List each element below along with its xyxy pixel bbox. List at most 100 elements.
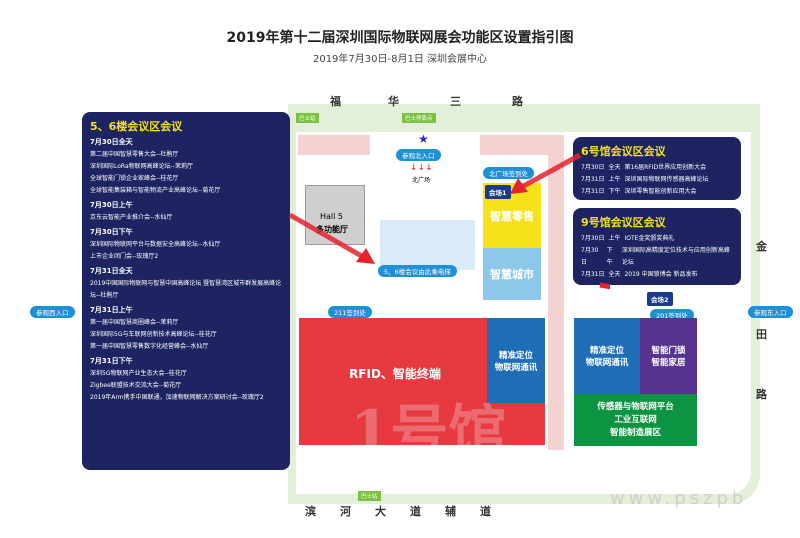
bus-terminal-label: 巴士停靠点: [402, 113, 436, 123]
event: 深圳国际物联网传感器高峰论坛: [624, 176, 709, 183]
schedule-row: 7月31日上午深圳国际物联网传感器高峰论坛: [581, 174, 733, 186]
watermark: www.pszpb: [610, 488, 748, 509]
road-char: 路: [756, 388, 767, 401]
road-char: 三: [450, 95, 461, 108]
hall5-label: 多功能厅: [316, 225, 348, 234]
schedule-item: 全球智能门锁企业家峰会--桂花厅: [90, 175, 179, 182]
zone-rfid: RFID、智能终端: [349, 367, 441, 381]
road-char: 华: [388, 95, 399, 108]
north-plaza-label: 北广场: [412, 177, 431, 184]
star-icon: ★: [418, 132, 429, 146]
date: 7月31日: [581, 271, 605, 278]
arrow-to-elevator: [288, 212, 367, 261]
zone-smart-lock: 智能门锁 智能家居: [640, 318, 697, 394]
event: 深圳零售智能创新应用大会: [624, 188, 697, 195]
event: 第16届RFID世界应用创新大会: [624, 164, 707, 171]
road-char: 路: [512, 95, 523, 108]
schedule-date: 7月30日下午: [90, 228, 133, 236]
event: IOTE金奖颁奖典礼: [624, 235, 675, 242]
north-checkin-sign: 北广场签到处: [483, 167, 534, 179]
schedule-row: 7月31日下午深圳零售智能创新应用大会: [581, 186, 733, 198]
pointer-arrows: [288, 152, 610, 290]
schedule-date: 7月30日上午: [90, 201, 133, 209]
elevator-sign: 5、6楼会议由此乘电梯: [378, 265, 457, 277]
session: 全天: [608, 271, 621, 278]
schedule-item: 深圳国际5G与车联网创新技术高峰论坛--桂花厅: [90, 331, 217, 338]
arrow-to-venue1: [518, 152, 582, 191]
schedule-item: 深圳5G物联网产业生态大会--桂花厅: [90, 370, 187, 377]
schedule-date: 7月31日全天: [90, 267, 133, 275]
road-char: 河: [340, 505, 351, 518]
road-char: 金: [756, 240, 767, 253]
road-char: 道: [480, 505, 491, 518]
schedule-date: 7月31日下午: [90, 357, 133, 365]
venue-2-tag: 会场2: [647, 292, 673, 306]
loading-area-east: [480, 135, 560, 155]
bus-stop-label: 巴士站: [296, 113, 319, 123]
west-entrance-sign[interactable]: 参观西入口: [30, 306, 75, 318]
schedule-row: 7月30日下午深圳国际高精度定位技术与应用创新高峰论坛: [581, 245, 733, 269]
page-title: 2019年第十二届深圳国际物联网展会功能区设置指引图: [226, 30, 574, 46]
schedule-date: 7月30日全天: [90, 138, 133, 146]
conference-panel-5-6f: 5、6楼会议区会议 7月30日全天第二届中国智慧零售大会--杜鹃厅深圳国际LoR…: [82, 112, 290, 470]
event: 2019 中国锁博会 新品发布: [624, 271, 698, 278]
hall5-en-label: Hall 5: [320, 212, 343, 221]
date: 7月30日: [581, 164, 605, 171]
arrow-down-icon: ↓↓↓: [410, 163, 433, 173]
arrow-head: [356, 248, 375, 264]
road-char: 辅: [445, 505, 456, 518]
north-entrance-sign: 参观北入口: [396, 149, 441, 161]
east-entrance-sign[interactable]: 参观东入口: [748, 306, 793, 318]
page-subtitle: 2019年7月30日-8月1日 深圳会展中心: [312, 54, 488, 65]
schedule-item: 2019年Arm携手中国联通，加速物联网解决方案研讨会--玫瑰厅2: [90, 394, 264, 401]
hall-1-watermark: 1号馆: [350, 398, 507, 466]
central-atrium: [380, 220, 475, 270]
arrow-head: [510, 178, 528, 194]
panel-title: 6号馆会议区会议: [581, 145, 666, 158]
date: 7月30日: [581, 235, 605, 242]
service-road: [548, 135, 564, 450]
venue-1-tag: 会场1: [485, 185, 511, 199]
road-char: 福: [330, 95, 341, 108]
event: 深圳国际高精度定位技术与应用创新高峰论坛: [621, 247, 730, 266]
schedule-item: 深圳国际LoRa物联网高峰论坛--茉莉厅: [90, 163, 193, 170]
panel-title: 5、6楼会议区会议: [90, 120, 183, 133]
session: 全天: [608, 164, 621, 171]
loading-area-west: [298, 135, 370, 155]
schedule-item: Zigbee联盟技术交流大会--菊花厅: [90, 382, 182, 389]
zone-sensor: 传感器与物联网平台 工业互联网 智能制造展区: [574, 394, 697, 446]
session: 上午: [608, 235, 621, 242]
date: 7月30日: [581, 247, 599, 266]
session: 下午: [606, 247, 613, 266]
panel-title: 9号馆会议区会议: [581, 216, 666, 229]
road-char: 田: [756, 328, 767, 341]
road-char: 滨: [305, 505, 316, 518]
zone-smart-city: 智慧城市: [483, 248, 541, 300]
road-char: 大: [375, 505, 386, 518]
session: 下午: [608, 188, 621, 195]
hall-5: [305, 185, 365, 245]
schedule-row: 7月30日全天第16届RFID世界应用创新大会: [581, 162, 733, 174]
schedule-item: 全球智能集装箱与智能物流产业高峰论坛--菊花厅: [90, 187, 221, 194]
zone-positioning-hall9: 精准定位 物联网通讯: [574, 318, 640, 394]
schedule-item: 京东云智能产业推介会--水仙厅: [90, 214, 173, 221]
schedule-item: 第一届中国智慧零售数字化经营峰会--水仙厅: [90, 343, 209, 350]
checkin-211-sign: 211签到处: [328, 306, 372, 318]
date: 7月31日: [581, 176, 605, 183]
arrow-to-venue2: [599, 282, 610, 290]
schedule-date: 7月31日上午: [90, 306, 133, 314]
road-char: 道: [410, 505, 421, 518]
schedule-item: 上市企业闭门会--玫瑰厅2: [90, 253, 159, 260]
zone-positioning-hall1: 精准定位 物联网通讯: [487, 318, 545, 403]
date: 7月31日: [581, 188, 605, 195]
schedule-item: 第二届中国智慧零售大会--杜鹃厅: [90, 151, 179, 158]
schedule-item: 2019中国国际物联网与智慧中国高峰论坛 暨智慧湾区城市群发展高峰论坛--杜鹃厅: [90, 280, 282, 299]
bus-stop-label-south: 巴士站: [358, 491, 381, 501]
schedule-item: 深圳国际物联网平台与数据安全高峰论坛--水仙厅: [90, 241, 221, 248]
session: 上午: [608, 176, 621, 183]
schedule-item: 第一届中国智慧商圈峰会--茉莉厅: [90, 319, 179, 326]
